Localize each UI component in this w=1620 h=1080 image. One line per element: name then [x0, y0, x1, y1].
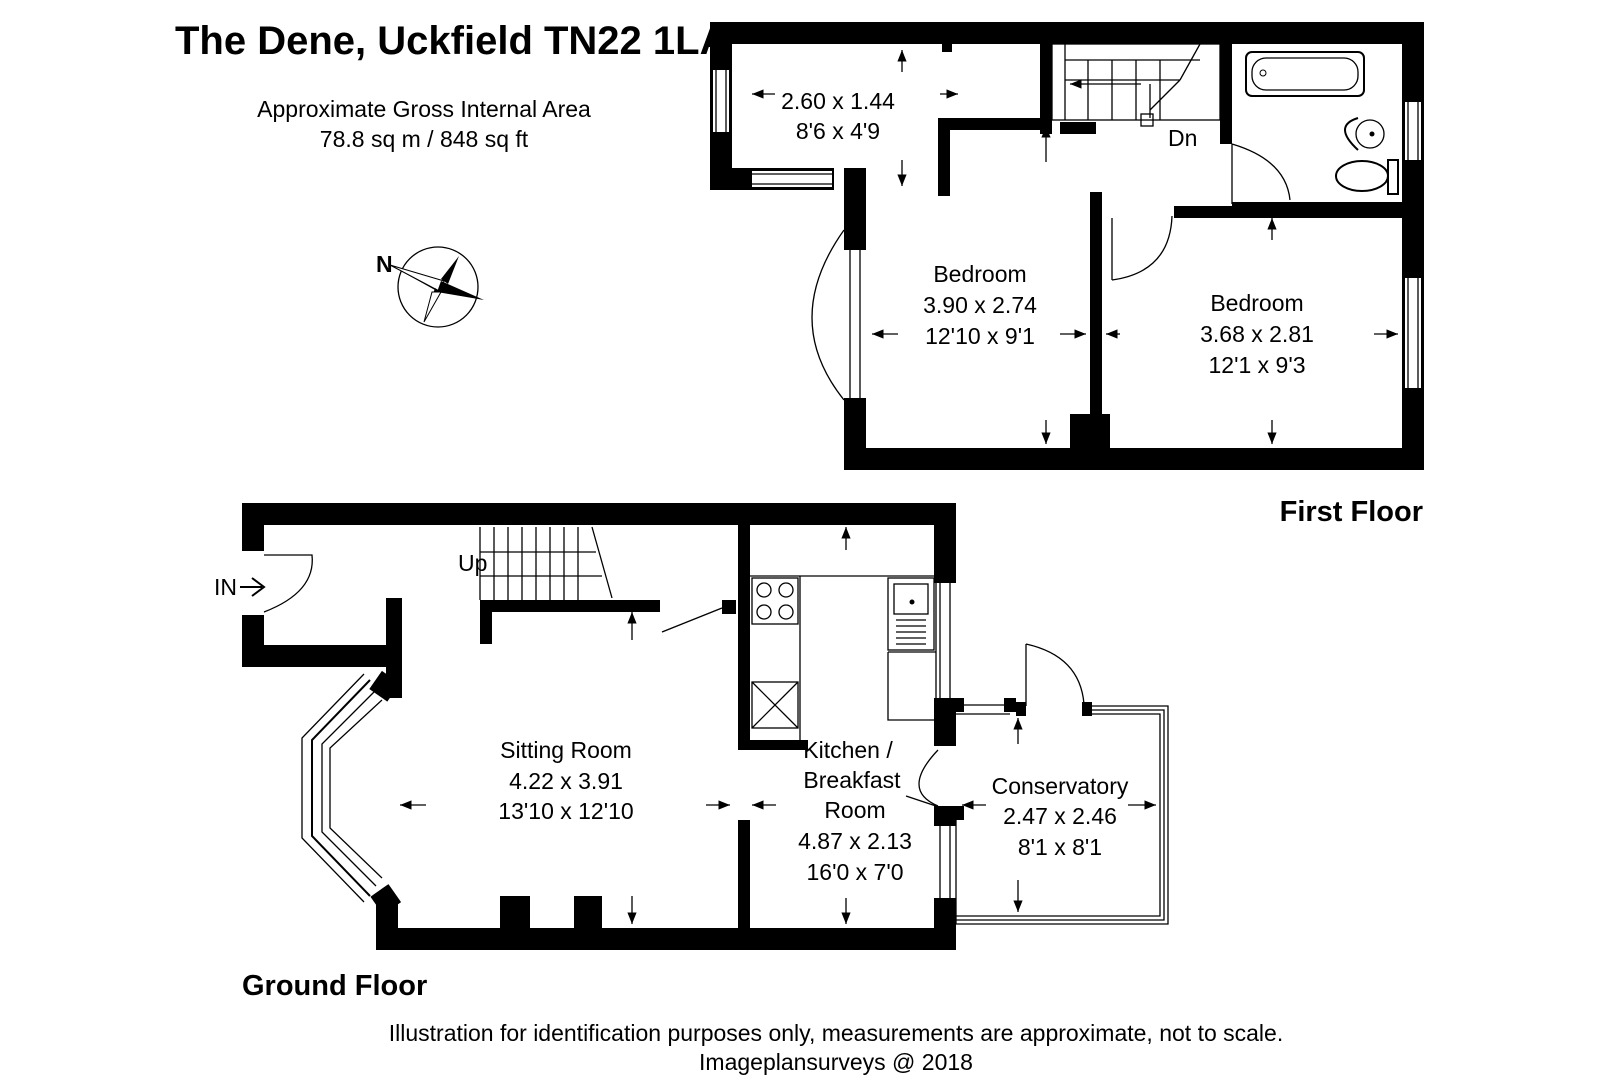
- plan-title: The Dene, Uckfield TN22 1LA: [175, 19, 728, 63]
- bay-window: [301, 673, 383, 903]
- toilet-icon: [1335, 159, 1399, 195]
- bedroom-2-name: Bedroom: [1210, 290, 1303, 316]
- compass-north-label: N: [376, 251, 393, 277]
- entrance-label: IN: [214, 574, 237, 600]
- washbasin-icon: [1344, 117, 1385, 151]
- ground-floor-plan: IN Up: [214, 503, 1169, 1002]
- conservatory-frame: [955, 643, 1169, 925]
- kitchen-worktop: [750, 575, 937, 740]
- sitting-room-imperial: 13'10 x 12'10: [498, 798, 633, 824]
- ground-floor-staircase: [479, 526, 613, 600]
- conservatory-name: Conservatory: [992, 773, 1129, 799]
- hob-icon: [751, 577, 799, 625]
- kitchen-imperial: 16'0 x 7'0: [806, 859, 903, 885]
- compass-rose-icon: [389, 246, 484, 328]
- kitchen-name-line1: Kitchen /: [803, 737, 893, 763]
- first-floor-stair-label: Dn: [1168, 125, 1197, 151]
- bedroom-1-imperial: 12'10 x 9'1: [925, 323, 1035, 349]
- bedroom-2-imperial: 12'1 x 9'3: [1208, 352, 1305, 378]
- kitchen-name-line3: Room: [824, 797, 885, 823]
- appliance-icon: [751, 681, 799, 729]
- ground-floor-label: Ground Floor: [242, 970, 427, 1002]
- bath-icon: [1245, 51, 1365, 97]
- bedroom-1-name: Bedroom: [933, 261, 1026, 287]
- first-floor-staircase: [1051, 43, 1221, 127]
- first-floor-label: First Floor: [1280, 496, 1423, 528]
- sink-icon: [887, 577, 935, 651]
- conservatory-metric: 2.47 x 2.46: [1003, 803, 1117, 829]
- sitting-room-name: Sitting Room: [500, 737, 632, 763]
- credit-text: Imageplansurveys @ 2018: [699, 1049, 973, 1075]
- kitchen-name-line2: Breakfast: [803, 767, 901, 793]
- ground-floor-stair-label: Up: [458, 550, 487, 576]
- bedroom-1-metric: 3.90 x 2.74: [923, 292, 1037, 318]
- disclaimer-text: Illustration for identification purposes…: [389, 1020, 1283, 1046]
- bedroom-2-metric: 3.68 x 2.81: [1200, 321, 1314, 347]
- sitting-room-metric: 4.22 x 3.91: [509, 768, 623, 794]
- landing-room-imperial: 8'6 x 4'9: [796, 118, 880, 144]
- first-floor-plan: Dn: [710, 22, 1424, 528]
- area-label: Approximate Gross Internal Area: [257, 96, 591, 122]
- landing-room-metric: 2.60 x 1.44: [781, 88, 895, 114]
- area-value: 78.8 sq m / 848 sq ft: [320, 126, 529, 152]
- kitchen-metric: 4.87 x 2.13: [798, 828, 912, 854]
- conservatory-imperial: 8'1 x 8'1: [1018, 834, 1102, 860]
- entrance-arrow-icon: [240, 577, 266, 597]
